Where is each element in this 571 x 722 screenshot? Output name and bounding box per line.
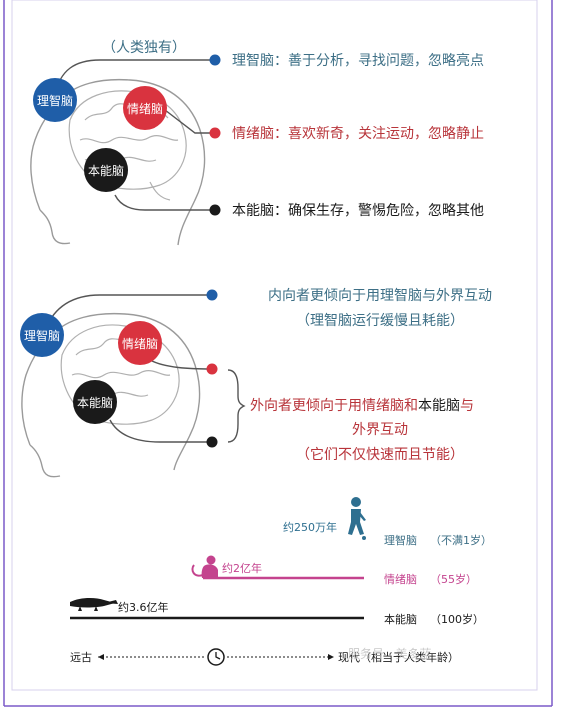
node-emotional-1-label: 情绪脑 (127, 102, 163, 116)
node-rational-2-label: 理智脑 (24, 328, 60, 343)
dot-emotional-1 (209, 127, 221, 139)
connector-emotional-2 (149, 359, 213, 370)
extrovert-line1: 外向者更倾向于用情绪脑和本能脑与 (250, 398, 474, 414)
node-rational-2 (20, 313, 64, 357)
row1-note: （不满1岁） (430, 533, 492, 547)
dot-rational-2 (206, 289, 218, 301)
extrovert-line1-a: 外向者更倾向于用情绪脑和 (250, 398, 418, 414)
dot-instinct-1 (209, 204, 221, 216)
human-age: 约250万年 (283, 520, 337, 534)
node-instinct-1-label: 本能脑 (88, 164, 124, 178)
row2-note: （55岁） (430, 572, 477, 586)
dot-emotional-2 (206, 363, 218, 375)
connector-emotional-1 (164, 109, 215, 134)
introvert-line1: 内向者更倾向于用理智脑与外界互动 (268, 288, 492, 304)
node-rational-1 (33, 78, 77, 122)
node-emotional-2 (118, 321, 162, 365)
bracket (227, 369, 246, 443)
node-instinct-1 (84, 148, 128, 192)
desc-emotional: 情绪脑：喜欢新奇，关注运动，忽略静止 (232, 125, 484, 142)
dot-rational-1 (209, 54, 221, 66)
row3-label: 本能脑 (384, 612, 417, 626)
node-emotional-2-label: 情绪脑 (122, 337, 158, 351)
row2-label: 情绪脑 (384, 572, 417, 586)
clock-icon (207, 648, 225, 666)
extrovert-line2: 外界互动 (352, 422, 408, 438)
connector-instinct-2 (109, 419, 212, 443)
row1-label: 理智脑 (384, 533, 417, 547)
watermark: 服务号 · 美多蓝 (348, 646, 431, 661)
extrovert-line1-c: 与 (460, 398, 474, 414)
now-label: 现代（相当于人类年龄） (338, 650, 459, 664)
unique-note: （人类独有） (102, 40, 186, 56)
desc-rational: 理智脑：善于分析，寻找问题，忽略亮点 (232, 52, 484, 69)
far-past-label: 远古 (70, 651, 92, 664)
head-silhouette-2 (21, 312, 201, 478)
extrovert-line1-b: 本能脑 (418, 398, 460, 414)
desc-instinct: 本能脑：确保生存，警惕危险，忽略其他 (232, 203, 484, 219)
connector-instinct-1 (114, 194, 215, 211)
extrovert-line3: （它们不仅快速而且节能） (296, 446, 464, 463)
row3-note: （100岁） (430, 612, 484, 626)
human-silhouette-icon (348, 497, 366, 535)
head-silhouette-1 (30, 78, 206, 246)
node-emotional-1 (123, 86, 167, 130)
node-rational-1-label: 理智脑 (37, 93, 73, 108)
dot-instinct-2 (206, 436, 218, 448)
monkey-icon (191, 555, 218, 578)
introvert-line2: （理智脑运行缓慢且耗能） (296, 312, 464, 329)
crocodile-icon (70, 597, 118, 611)
node-instinct-2 (73, 380, 117, 424)
monkey-age: 约2亿年 (222, 561, 262, 575)
croc-age: 约3.6亿年 (118, 600, 169, 614)
node-instinct-2-label: 本能脑 (77, 396, 113, 410)
